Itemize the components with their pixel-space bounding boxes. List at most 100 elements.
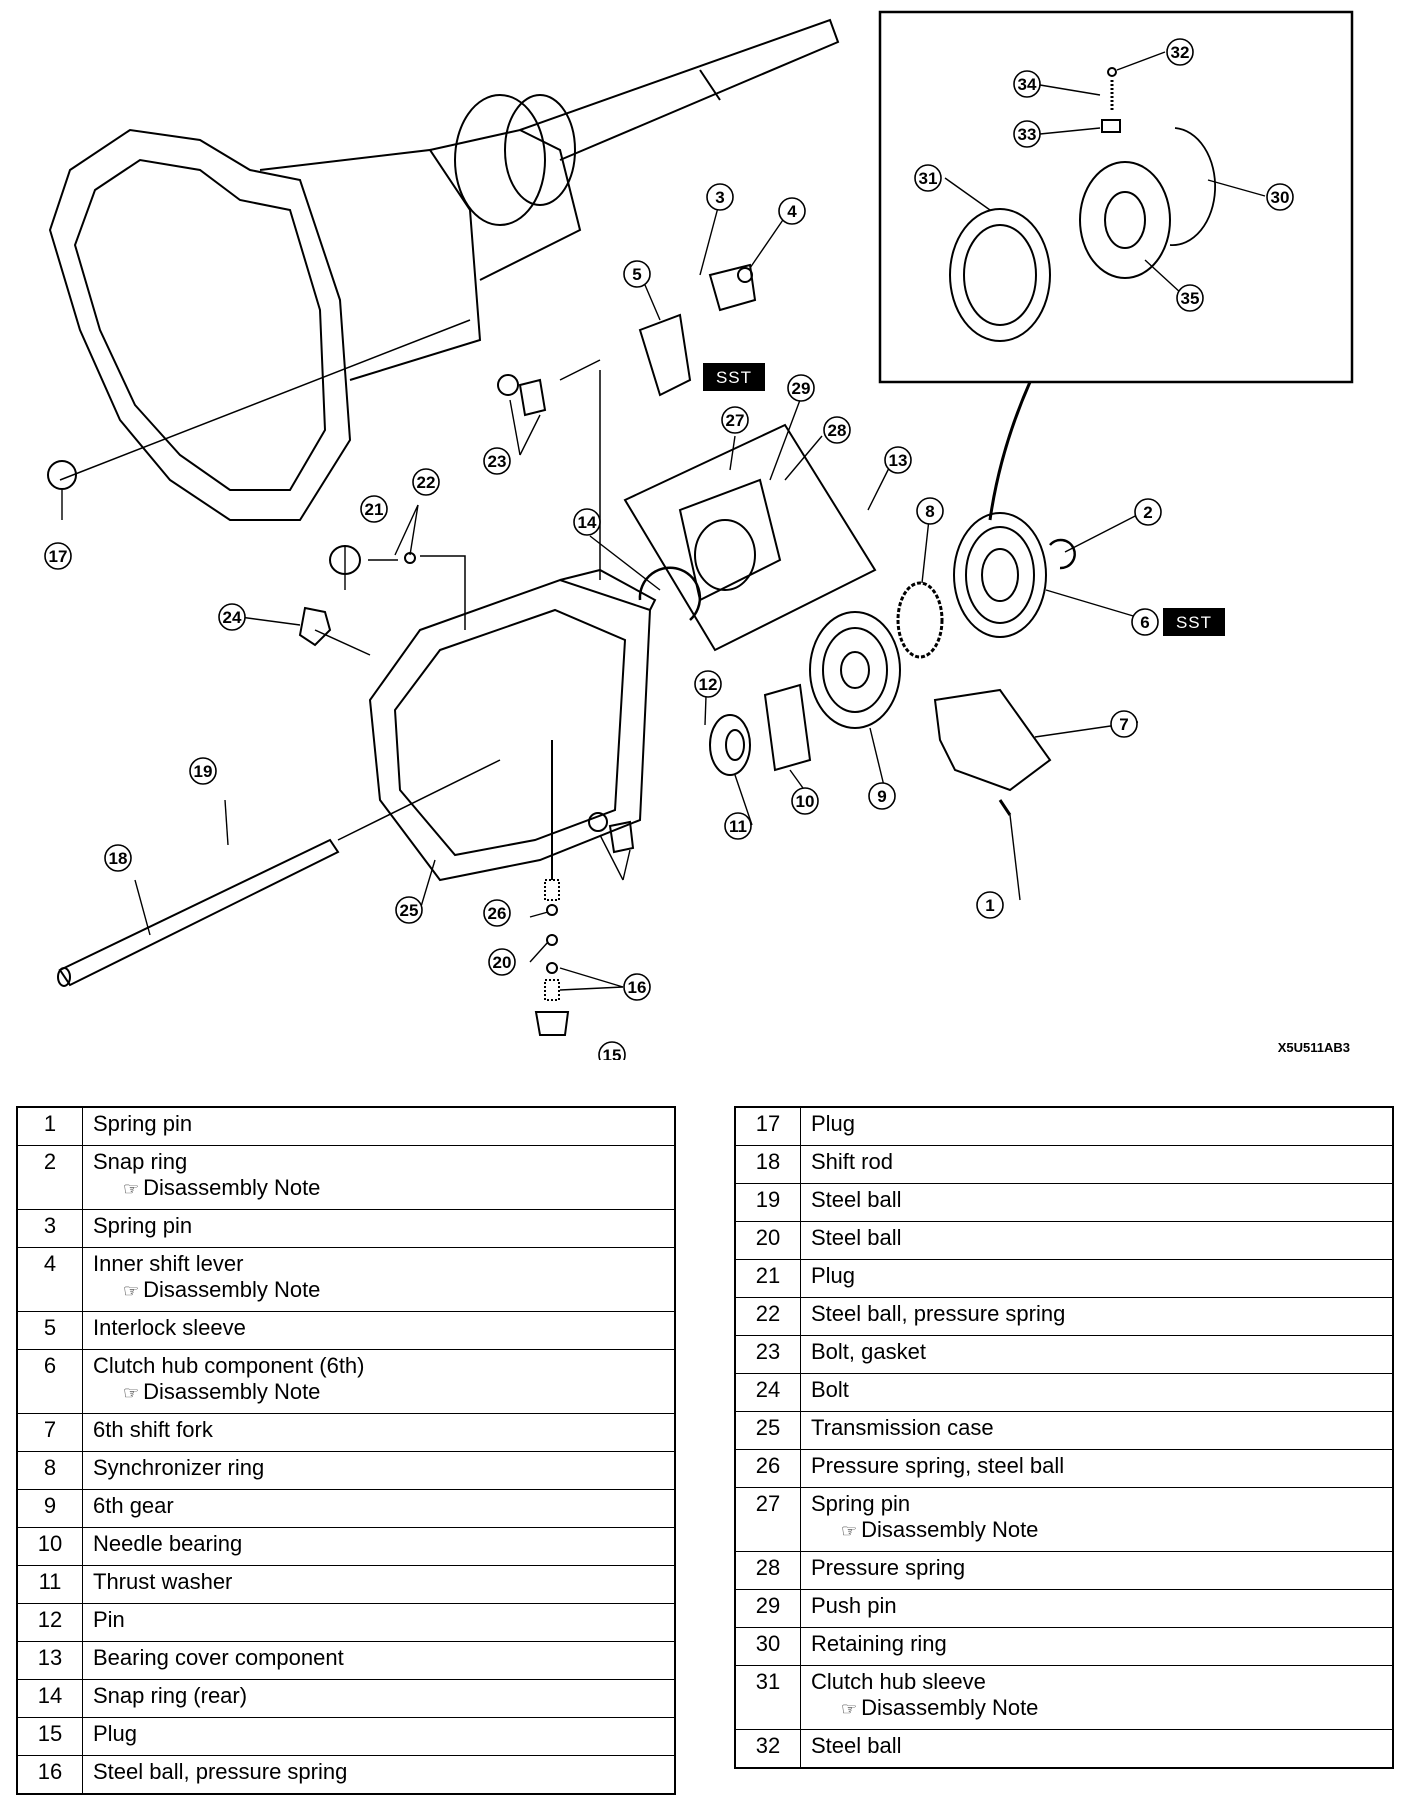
part-number: 19 <box>734 1183 801 1222</box>
svg-text:9: 9 <box>877 787 886 806</box>
svg-text:33: 33 <box>1018 125 1037 144</box>
svg-text:11: 11 <box>729 817 747 836</box>
part-name: Bearing cover component <box>93 1645 344 1670</box>
svg-text:27: 27 <box>726 411 745 430</box>
callout: 19 <box>189 757 217 785</box>
part-name-cell: Steel ball, pressure spring <box>800 1297 1394 1336</box>
callout: 6 <box>1131 608 1159 636</box>
part-number: 3 <box>16 1209 83 1248</box>
part-name-cell: Pressure spring <box>800 1551 1394 1590</box>
svg-text:31: 31 <box>919 169 938 188</box>
part-number: 21 <box>734 1259 801 1298</box>
part-name-cell: Synchronizer ring <box>82 1451 676 1490</box>
part-name: Steel ball <box>811 1225 902 1250</box>
part-name-cell: 6th gear <box>82 1489 676 1528</box>
part-name-cell: Clutch hub sleeve☞Disassembly Note <box>800 1665 1394 1730</box>
part-name: Shift rod <box>811 1149 893 1174</box>
svg-text:32: 32 <box>1171 43 1190 62</box>
bearing-cover-box <box>623 423 877 652</box>
diagram-code: X5U511AB3 <box>1278 1040 1350 1055</box>
callout: 31 <box>914 164 942 192</box>
callout: 14 <box>573 508 601 536</box>
part-number: 30 <box>734 1627 801 1666</box>
part-name-cell: Plug <box>800 1259 1394 1298</box>
callout: 27 <box>721 406 749 434</box>
part-number: 16 <box>16 1755 83 1795</box>
part-name-cell: Snap ring (rear) <box>82 1679 676 1718</box>
part-name: Interlock sleeve <box>93 1315 246 1340</box>
svg-text:35: 35 <box>1181 289 1200 308</box>
part-number: 4 <box>16 1247 83 1312</box>
note-text: Disassembly Note <box>143 1277 321 1302</box>
disassembly-note: ☞Disassembly Note <box>93 1277 664 1304</box>
part-name-cell: Spring pin ☞Disassembly Note <box>800 1487 1394 1552</box>
part-name: Plug <box>811 1263 856 1288</box>
callout: 5 <box>623 260 651 288</box>
part-name-cell: Clutch hub component (6th)☞Disassembly N… <box>82 1349 676 1414</box>
svg-text:22: 22 <box>417 473 436 492</box>
part-name-cell: Pressure spring, steel ball <box>800 1449 1394 1488</box>
disassembly-note: ☞Disassembly Note <box>811 1695 1382 1722</box>
svg-text:34: 34 <box>1018 75 1037 94</box>
part-number: 32 <box>734 1729 801 1769</box>
callout: 22 <box>412 468 440 496</box>
pointing-hand-icon: ☞ <box>123 1179 140 1199</box>
callout: 26 <box>483 899 511 927</box>
note-text: Disassembly Note <box>143 1379 321 1404</box>
callout: 18 <box>104 844 132 872</box>
part-name: Snap ring (rear) <box>93 1683 248 1708</box>
part-number: 7 <box>16 1413 83 1452</box>
part-name-cell: Bearing cover component <box>82 1641 676 1680</box>
svg-text:18: 18 <box>109 849 128 868</box>
callout: 28 <box>823 416 851 444</box>
part-name: Spring pin <box>811 1491 911 1516</box>
part-name: Clutch hub component (6th) <box>93 1353 365 1378</box>
part-name-cell: Push pin <box>800 1589 1394 1628</box>
part-number: 9 <box>16 1489 83 1528</box>
part-number: 18 <box>734 1145 801 1184</box>
callout: 29 <box>787 374 815 402</box>
part-name: Plug <box>93 1721 138 1746</box>
part-name: Plug <box>811 1111 856 1136</box>
table-row: 18 Shift rod <box>734 1145 1394 1184</box>
part-name: Pin <box>93 1607 125 1632</box>
part-name: Spring pin <box>93 1111 193 1136</box>
callout: 7 <box>1110 710 1138 738</box>
part-name: Retaining ring <box>811 1631 947 1656</box>
part-name: Steel ball <box>811 1733 902 1758</box>
part-number: 25 <box>734 1411 801 1450</box>
part-name-cell: Spring pin <box>82 1106 676 1146</box>
part-name-cell: Transmission case <box>800 1411 1394 1450</box>
note-text: Disassembly Note <box>861 1517 1039 1542</box>
svg-text:4: 4 <box>787 202 797 221</box>
pointing-hand-icon: ☞ <box>841 1521 858 1541</box>
part-name: Clutch hub sleeve <box>811 1669 986 1694</box>
part-name-cell: Bolt <box>800 1373 1394 1412</box>
table-row: 30 Retaining ring <box>734 1627 1394 1666</box>
part-name: Snap ring <box>93 1149 188 1174</box>
svg-text:30: 30 <box>1271 188 1290 207</box>
svg-text:20: 20 <box>493 953 512 972</box>
input-shaft <box>454 18 840 226</box>
exploded-view-diagram: SST SST X5U511AB3 1 2 3 4 5 6 7 8 9 10 1… <box>44 10 1354 1060</box>
part-name-cell: Plug <box>82 1717 676 1756</box>
part-number: 22 <box>734 1297 801 1336</box>
part-number: 20 <box>734 1221 801 1260</box>
callout: 24 <box>218 603 246 631</box>
svg-text:12: 12 <box>699 675 718 694</box>
callout: 34 <box>1013 70 1041 98</box>
svg-text:23: 23 <box>488 452 507 471</box>
part-number: 31 <box>734 1665 801 1730</box>
callout: 15 <box>598 1041 626 1060</box>
part-name-cell: Needle bearing <box>82 1527 676 1566</box>
sst-label-top: SST <box>716 368 752 387</box>
